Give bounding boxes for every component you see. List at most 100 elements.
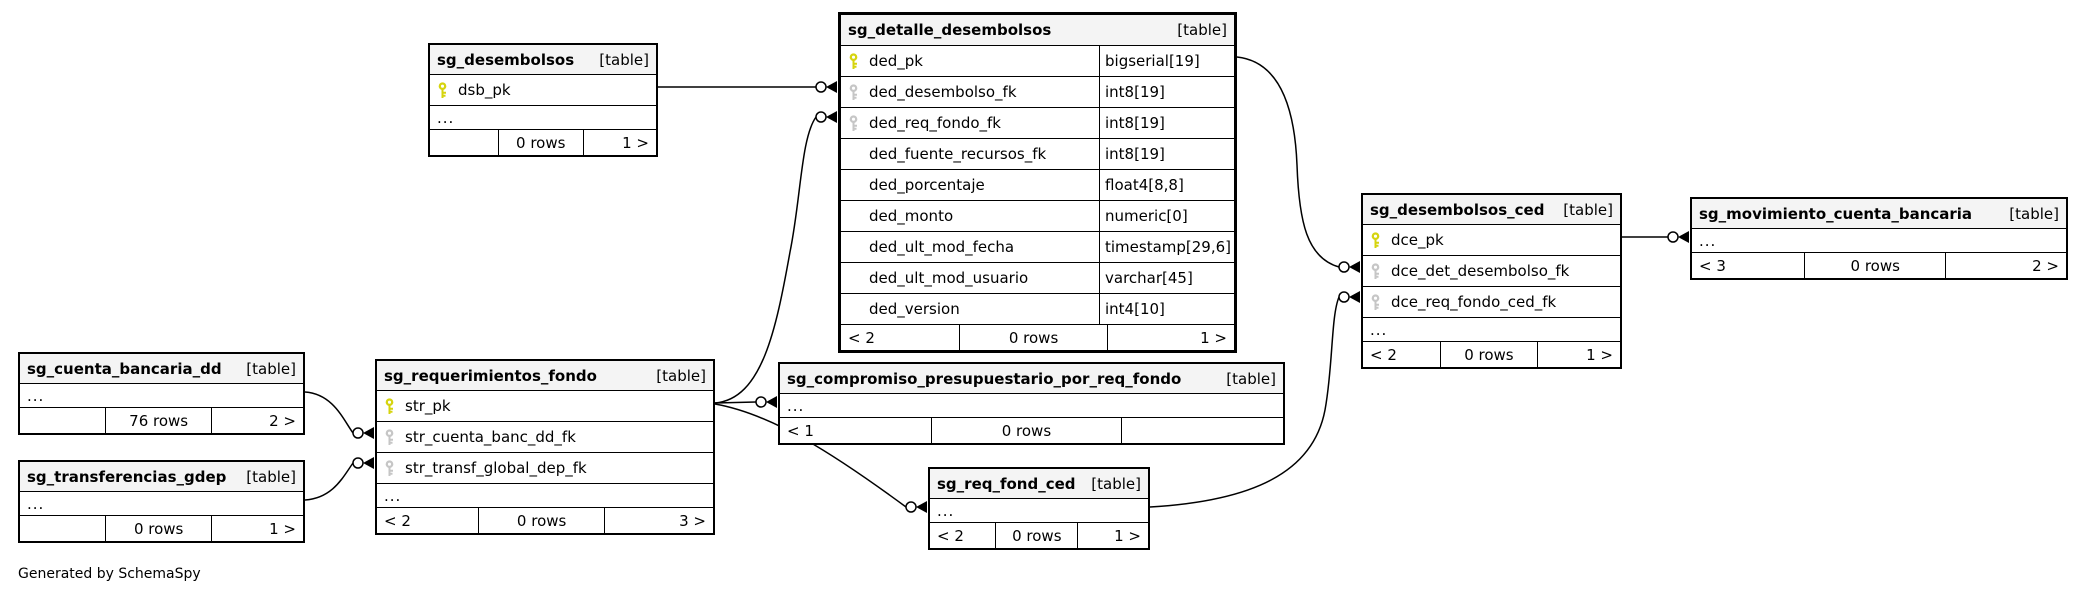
footer-related-left: < 2 [937, 526, 964, 545]
footer-related-right: 2 > [269, 411, 296, 430]
connector-sg_desembolsos_ced.dce_pk-to-sg_movimiento_cuenta_bancaria [1622, 231, 1689, 243]
hidden-columns-ellipsis: ... [430, 106, 656, 130]
zero-cardinality-icon [815, 111, 827, 123]
connector-sg_detalle_desembolsos.ded_pk-to-sg_desembolsos_ced.dce_det_desembolso_fk [1236, 56, 1360, 273]
column-row: dce_req_fondo_ced_fk [1363, 287, 1620, 318]
primary-key-icon [438, 81, 447, 98]
footer-related-left: < 2 [384, 511, 411, 530]
table-header: sg_requerimientos_fondo [table] [377, 361, 713, 391]
table-footer: 0 rows 1 > [20, 516, 303, 541]
footer-related-right [1122, 418, 1283, 443]
table-tag: [table] [1177, 21, 1227, 39]
column-name: ded_fuente_recursos_fk [869, 145, 1047, 163]
zero-cardinality-icon [905, 501, 917, 513]
column-type: numeric[0] [1099, 201, 1234, 231]
foreign-key-icon [849, 83, 858, 100]
column-name: ded_desembolso_fk [869, 83, 1017, 101]
column-name: ded_porcentaje [869, 176, 985, 194]
column-name: str_transf_global_dep_fk [405, 459, 587, 477]
column-row: dsb_pk [430, 75, 656, 106]
column-name: dce_pk [1391, 231, 1444, 249]
column-row: ded_ult_mod_usuario varchar[45] [841, 263, 1234, 294]
table-title[interactable]: sg_transferencias_gdep [27, 467, 227, 486]
primary-key-icon [849, 52, 858, 69]
table-title[interactable]: sg_compromiso_presupuestario_por_req_fon… [787, 369, 1182, 388]
footer-related-left [20, 408, 105, 433]
footer-related-right: 1 > [1586, 345, 1613, 364]
connector-sg_req_fond_ced-to-sg_desembolsos_ced.dce_req_fondo_ced_fk [1149, 291, 1360, 508]
column-name: dce_det_desembolso_fk [1391, 262, 1570, 280]
table-tag: [table] [1226, 369, 1276, 388]
many-cardinality-icon [1678, 231, 1689, 243]
zero-cardinality-icon [1667, 231, 1679, 243]
hidden-columns-ellipsis: ... [1363, 318, 1620, 342]
footer-row-count: 0 rows [930, 418, 1123, 443]
table-title[interactable]: sg_req_fond_ced [937, 474, 1076, 493]
hidden-columns-ellipsis: ... [1692, 229, 2066, 253]
table-header: sg_cuenta_bancaria_dd [table] [20, 354, 303, 384]
footer-related-right: 1 > [1114, 526, 1141, 545]
table-tag: [table] [599, 50, 649, 69]
column-name: ded_version [869, 300, 960, 318]
column-type: timestamp[29,6] [1099, 232, 1234, 262]
primary-key-icon [385, 397, 394, 414]
footer-related-right: 1 > [1200, 328, 1227, 347]
table-footer: 0 rows 1 > [430, 130, 656, 155]
footer-row-count: 0 rows [497, 130, 584, 155]
column-row: dce_det_desembolso_fk [1363, 256, 1620, 287]
footer-related-left: < 1 [787, 421, 814, 440]
table-footer: < 1 0 rows [780, 418, 1283, 443]
table-footer: 76 rows 2 > [20, 408, 303, 433]
table-sg-compromiso-presupuestario-por-req-fondo[interactable]: sg_compromiso_presupuestario_por_req_fon… [778, 362, 1285, 445]
table-title[interactable]: sg_desembolsos [437, 50, 575, 69]
table-title[interactable]: sg_requerimientos_fondo [384, 366, 597, 385]
table-title[interactable]: sg_detalle_desembolsos [848, 21, 1052, 39]
table-title[interactable]: sg_movimiento_cuenta_bancaria [1699, 204, 1973, 223]
many-cardinality-icon [1349, 291, 1360, 303]
column-type: float4[8,8] [1099, 170, 1234, 200]
hidden-columns-ellipsis: ... [930, 499, 1148, 523]
footer-row-count: 76 rows [104, 408, 213, 433]
footer-row-count: 0 rows [104, 516, 213, 541]
column-name: ded_req_fondo_fk [869, 114, 1001, 132]
column-row: ded_monto numeric[0] [841, 201, 1234, 232]
column-name: dce_req_fondo_ced_fk [1391, 293, 1557, 311]
hidden-columns-ellipsis: ... [377, 484, 713, 508]
footer-row-count: 0 rows [1440, 342, 1538, 367]
foreign-key-icon [385, 459, 394, 476]
generator-note: Generated by SchemaSpy [18, 566, 201, 582]
table-sg-desembolsos[interactable]: sg_desembolsos [table] dsb_pk ... 0 rows… [428, 43, 658, 157]
connector-sg_requerimientos_fondo.str_pk-to-sg_compromiso_presupuestario_por_req_fondo [714, 396, 777, 408]
table-footer: < 2 0 rows 1 > [1363, 342, 1620, 367]
table-sg-transferencias-gdep[interactable]: sg_transferencias_gdep [table] ... 0 row… [18, 460, 305, 543]
table-title[interactable]: sg_cuenta_bancaria_dd [27, 359, 222, 378]
table-sg-detalle-desembolsos[interactable]: sg_detalle_desembolsos [table] ded_pk bi… [838, 12, 1237, 353]
table-sg-cuenta-bancaria-dd[interactable]: sg_cuenta_bancaria_dd [table] ... 76 row… [18, 352, 305, 435]
column-row: ded_ult_mod_fecha timestamp[29,6] [841, 232, 1234, 263]
foreign-key-icon [1371, 262, 1380, 279]
column-type: int8[19] [1099, 139, 1234, 169]
column-name: str_cuenta_banc_dd_fk [405, 428, 576, 446]
table-title[interactable]: sg_desembolsos_ced [1370, 200, 1545, 219]
connector-sg_requerimientos_fondo.str_pk-to-sg_detalle_desembolsos.ded_req_fondo_fk [714, 111, 837, 404]
footer-row-count: 0 rows [477, 508, 606, 533]
table-footer: < 2 0 rows 1 > [841, 325, 1234, 350]
zero-cardinality-icon [352, 427, 364, 439]
many-cardinality-icon [916, 501, 927, 513]
hidden-columns-ellipsis: ... [20, 492, 303, 516]
connector-sg_transferencias_gdep-to-sg_requerimientos_fondo.str_transf_global_dep_fk [304, 457, 374, 501]
table-sg-requerimientos-fondo[interactable]: sg_requerimientos_fondo [table] str_pk s… [375, 359, 715, 535]
table-sg-req-fond-ced[interactable]: sg_req_fond_ced [table] ... < 2 0 rows 1… [928, 467, 1150, 550]
foreign-key-icon [1371, 293, 1380, 310]
footer-related-right: 2 > [2032, 256, 2059, 275]
many-cardinality-icon [766, 396, 777, 408]
table-header: sg_req_fond_ced [table] [930, 469, 1148, 499]
column-row: str_pk [377, 391, 713, 422]
column-name: dsb_pk [458, 81, 511, 99]
column-type: int4[10] [1099, 294, 1234, 324]
zero-cardinality-icon [1338, 291, 1350, 303]
table-sg-desembolsos-ced[interactable]: sg_desembolsos_ced [table] dce_pk dce_de… [1361, 193, 1622, 369]
hidden-columns-ellipsis: ... [20, 384, 303, 408]
table-sg-movimiento-cuenta-bancaria[interactable]: sg_movimiento_cuenta_bancaria [table] ..… [1690, 197, 2068, 280]
